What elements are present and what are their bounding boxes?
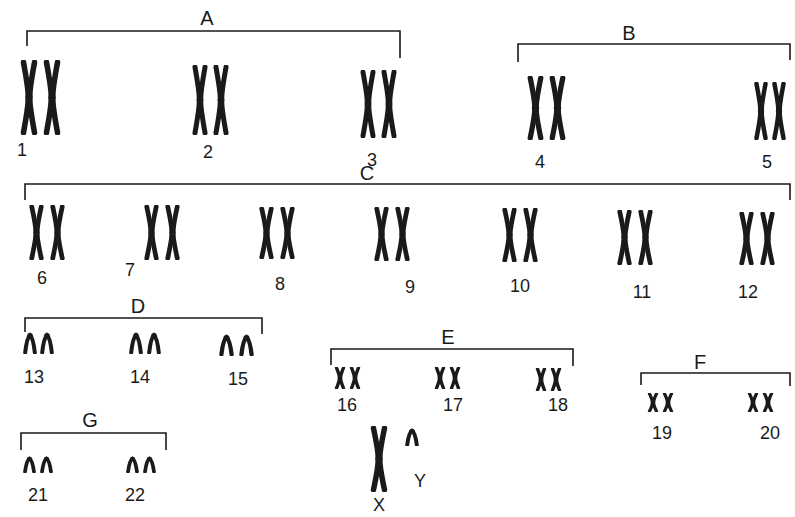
chromosome-number: 1 bbox=[17, 140, 27, 160]
chromosome-number: 4 bbox=[535, 152, 545, 172]
chromosome bbox=[641, 212, 651, 263]
bracket bbox=[25, 184, 790, 200]
chromosome bbox=[407, 429, 417, 445]
bracket bbox=[641, 373, 790, 386]
chromosome-number: 18 bbox=[548, 395, 568, 415]
chromosome bbox=[53, 207, 63, 258]
chromosome bbox=[757, 84, 766, 138]
bracket bbox=[331, 349, 573, 366]
chromosome-number: 8 bbox=[275, 274, 285, 294]
chromosome-number: 14 bbox=[130, 367, 150, 387]
chromosome-number: 19 bbox=[652, 423, 672, 443]
chromosome bbox=[241, 335, 251, 354]
chromosome-number: 10 bbox=[510, 276, 530, 296]
group-label: A bbox=[200, 8, 213, 28]
chromosomes bbox=[24, 63, 784, 490]
chromosome-number: Y bbox=[414, 471, 426, 491]
chromosome bbox=[650, 394, 657, 412]
chromosome bbox=[398, 209, 408, 259]
group-brackets bbox=[21, 31, 790, 450]
chromosome bbox=[384, 72, 394, 135]
chromosome-number: 9 bbox=[405, 277, 415, 297]
chromosome bbox=[42, 457, 51, 472]
chromosome bbox=[24, 63, 35, 133]
chromosome bbox=[168, 207, 178, 258]
chromosome-number: 11 bbox=[633, 282, 652, 302]
chromosome-number: 20 bbox=[760, 423, 780, 443]
chromosome-number: 22 bbox=[125, 485, 145, 505]
chromosome bbox=[42, 333, 52, 352]
chromosome bbox=[620, 212, 630, 263]
group-label: D bbox=[131, 296, 145, 316]
chromosome bbox=[25, 333, 35, 352]
chromosome bbox=[763, 214, 773, 263]
chromosome bbox=[530, 78, 541, 138]
chromosome-number: X bbox=[373, 495, 385, 515]
chromosome-number: 13 bbox=[24, 367, 44, 387]
chromosome bbox=[775, 84, 784, 138]
chromosome-number: 15 bbox=[228, 369, 248, 389]
chromosome-number: 2 bbox=[203, 142, 213, 162]
group-label: G bbox=[82, 410, 98, 430]
chromosome-number: 16 bbox=[337, 395, 357, 415]
chromosome bbox=[437, 368, 444, 389]
chromosome-number: 17 bbox=[443, 395, 463, 415]
chromosome bbox=[147, 207, 157, 258]
chromosome bbox=[526, 210, 536, 260]
group-label: C bbox=[360, 163, 374, 183]
chromosome bbox=[505, 210, 515, 260]
chromosome bbox=[352, 368, 359, 389]
chromosome bbox=[283, 209, 293, 258]
chromosome-number: 21 bbox=[28, 485, 48, 505]
bracket bbox=[21, 433, 166, 450]
group-label: E bbox=[441, 327, 454, 347]
chromosome bbox=[374, 428, 385, 490]
bracket bbox=[518, 44, 790, 62]
chromosome bbox=[145, 457, 154, 472]
chromosome bbox=[552, 78, 563, 138]
chromosome bbox=[363, 72, 373, 135]
group-label: F bbox=[694, 352, 706, 372]
chromosome bbox=[553, 369, 560, 390]
chromosome bbox=[131, 333, 141, 352]
chromosome bbox=[25, 457, 34, 472]
chromosome bbox=[262, 209, 272, 258]
chromosome bbox=[538, 369, 545, 390]
chromosome bbox=[216, 67, 226, 132]
chromosome bbox=[765, 394, 772, 412]
bracket bbox=[25, 318, 262, 334]
chromosome bbox=[665, 394, 672, 412]
chromosome bbox=[47, 63, 58, 133]
bracket bbox=[27, 31, 400, 58]
chromosome bbox=[750, 394, 757, 412]
chromosome-number: 6 bbox=[37, 268, 47, 288]
chromosome bbox=[337, 368, 344, 389]
chromosome bbox=[195, 67, 205, 132]
chromosome bbox=[377, 209, 387, 259]
chromosome bbox=[32, 207, 42, 258]
chromosome bbox=[128, 457, 137, 472]
chromosome-number: 5 bbox=[762, 152, 772, 172]
chromosome bbox=[452, 368, 459, 389]
group-label: B bbox=[622, 23, 635, 43]
chromosome bbox=[221, 335, 231, 354]
chromosome bbox=[149, 333, 159, 352]
chromosome bbox=[742, 214, 752, 263]
chromosome-number: 12 bbox=[738, 282, 758, 302]
chromosome-number: 7 bbox=[125, 260, 135, 280]
